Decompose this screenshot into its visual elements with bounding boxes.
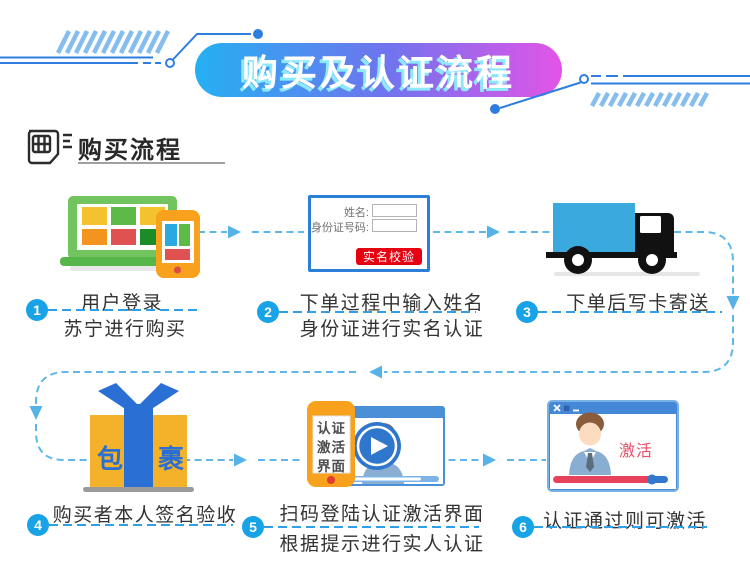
step-caption: 购买者本人签名验收 (52, 505, 238, 526)
arrow-left-icon (369, 365, 382, 379)
truck-icon (546, 203, 700, 276)
sim-card-icon (27, 129, 72, 165)
step-caption: 下单过程中输入姓名 (299, 293, 485, 314)
arrow-down-icon (726, 296, 740, 310)
header-decoration-left (0, 29, 263, 68)
diagonal-stripes-left (55, 29, 171, 55)
name-label: 姓名: (343, 207, 369, 219)
progress-bar (553, 476, 653, 483)
step-caption: 下单后写卡寄送 (566, 293, 710, 314)
step-number-badge: 2 (257, 301, 279, 323)
step-number-badge: 3 (516, 301, 538, 323)
flow-arrow-icons (29, 225, 740, 467)
arrow-right-icon (483, 453, 496, 467)
laptop-phone-icon (60, 196, 200, 278)
step-number-badge: 5 (242, 516, 264, 538)
arrow-right-icon (234, 453, 247, 467)
parcel-char: 包 (96, 444, 123, 474)
parcel-char: 裹 (157, 444, 184, 474)
section-title: 购买流程 (78, 137, 182, 164)
step-number-badge: 4 (27, 514, 49, 536)
section-underline (78, 162, 225, 164)
step-number-badge: 6 (512, 516, 534, 538)
step-caption: 扫码登陆认证激活界面 (279, 504, 485, 525)
node-circle-icon (165, 58, 175, 68)
arrow-right-icon (228, 225, 241, 239)
step-caption: 用户登录 (80, 293, 163, 314)
activate-label: 激活 (618, 443, 653, 460)
scan-activation-icon (307, 401, 445, 487)
diagonal-stripes-right (590, 91, 709, 108)
node-dot-icon (253, 29, 263, 39)
step-caption: 身份证进行实名认证 (299, 319, 485, 340)
arrow-right-icon (487, 225, 500, 239)
realname-form: 姓名: 身份证号码: 实名校验 (308, 195, 430, 272)
phone-screen-text: 认证 激活 界面 (317, 421, 346, 474)
step-caption: 苏宁进行购买 (63, 319, 187, 340)
id-label: 身份证号码: (310, 222, 369, 234)
page-title: 购买及认证流程 (241, 52, 515, 93)
parcel-icon (83, 383, 194, 492)
header-decoration-right (490, 74, 750, 114)
window-controls-icon (553, 404, 579, 412)
step-underlines (48, 309, 722, 528)
arrow-down-icon (29, 406, 43, 420)
activation-window-icon (547, 400, 679, 492)
node-dot-icon (490, 104, 500, 114)
node-circle-icon (579, 74, 589, 84)
verify-button: 实名校验 (356, 248, 422, 265)
flow-connector-path (35, 231, 734, 461)
step-number-badge: 1 (26, 299, 48, 321)
name-field (372, 204, 417, 217)
step-caption: 根据提示进行实人认证 (279, 534, 485, 555)
banner: 购买及认证流程 (195, 43, 562, 97)
id-field (372, 219, 417, 232)
